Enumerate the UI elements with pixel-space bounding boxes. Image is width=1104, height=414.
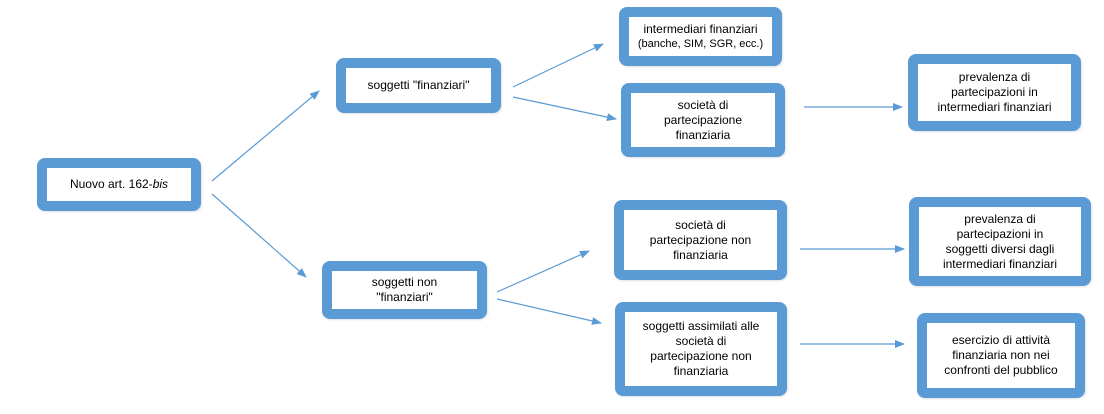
node-non-financial-holding-line3: finanziaria <box>673 247 728 262</box>
node-non-financial-line2: "finanziari" <box>376 290 433 304</box>
arrow-financial-to-intermediaries <box>512 43 604 88</box>
node-prevalence-intermediaries-line3: intermediari finanziari <box>937 100 1052 114</box>
node-prevalence-other[interactable]: prevalenza di partecipazioni in soggetti… <box>909 197 1091 286</box>
node-assimilated-line1: soggetti assimilati alle <box>642 319 760 333</box>
node-financial-holding-line3: finanziaria <box>675 127 731 142</box>
node-assimilated-line4: finanziaria <box>673 364 729 378</box>
node-root[interactable]: Nuovo art. 162-bis <box>37 158 201 211</box>
node-activity-line3: confronti del pubblico <box>944 363 1058 377</box>
arrow-financial-to-holding <box>512 96 617 122</box>
node-non-financial-holding[interactable]: società di partecipazione non finanziari… <box>614 200 787 280</box>
node-intermediaries-line2: (banche, SIM, SGR, ecc.) <box>637 37 764 50</box>
node-assimilated-line3: partecipazione non <box>650 349 752 363</box>
node-prevalence-other-line2: partecipazioni in <box>956 226 1044 241</box>
arrow-root-to-non-financial <box>211 193 307 278</box>
node-non-financial-holding-line2: partecipazione non <box>649 232 752 247</box>
node-prevalence-other-line1: prevalenza di <box>964 211 1036 226</box>
node-non-financial-holding-line1: società di <box>675 217 726 232</box>
arrow-root-to-financial <box>211 90 320 182</box>
node-prevalence-intermediaries[interactable]: prevalenza di partecipazioni in intermed… <box>908 54 1081 131</box>
node-financial[interactable]: soggetti "finanziari" <box>336 58 501 113</box>
node-assimilated[interactable]: soggetti assimilati alle società di part… <box>615 302 787 396</box>
node-prevalence-intermediaries-line1: prevalenza di <box>958 70 1031 84</box>
node-prevalence-intermediaries-line2: partecipazioni in <box>951 85 1038 99</box>
node-assimilated-line2: società di <box>675 334 727 348</box>
node-root-label-italic: bis <box>152 177 169 191</box>
node-financial-holding[interactable]: società di partecipazione finanziaria <box>621 83 785 157</box>
node-intermediaries-line1: intermediari finanziari <box>643 21 758 36</box>
node-non-financial[interactable]: soggetti non "finanziari" <box>322 261 487 319</box>
node-financial-label: soggetti "finanziari" <box>367 78 470 92</box>
arrow-non-financial-to-holding <box>496 250 590 293</box>
node-financial-holding-line2: partecipazione <box>663 112 743 127</box>
node-financial-holding-line1: società di <box>677 97 729 112</box>
node-activity-line1: esercizio di attività <box>951 333 1051 347</box>
node-activity[interactable]: esercizio di attività finanziaria non ne… <box>917 313 1085 398</box>
node-intermediaries[interactable]: intermediari finanziari (banche, SIM, SG… <box>619 7 782 66</box>
node-activity-line2: finanziaria non nei <box>952 348 1050 362</box>
node-root-label: Nuovo art. 162- <box>69 177 153 191</box>
node-prevalence-other-line4: intermediari finanziari <box>942 256 1058 271</box>
node-prevalence-other-line3: soggetti diversi dagli <box>945 241 1055 256</box>
arrow-non-financial-to-assimilated <box>496 298 602 325</box>
node-non-financial-line1: soggetti non <box>371 275 438 289</box>
